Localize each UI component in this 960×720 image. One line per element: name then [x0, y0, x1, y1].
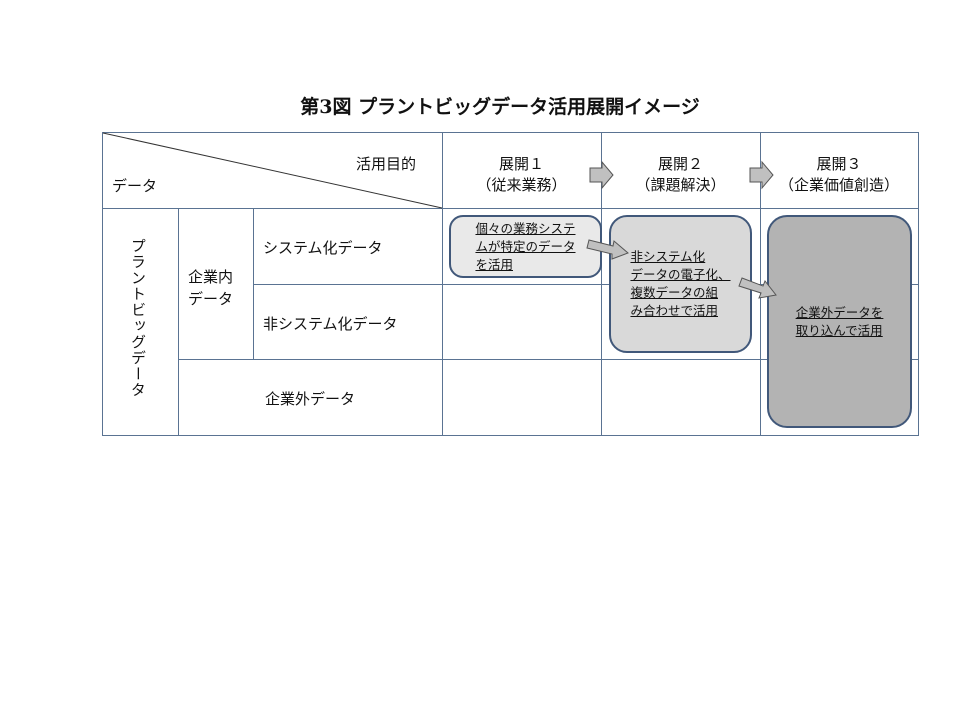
- grid-line: [918, 132, 919, 436]
- non-system-data-label: 非システム化データ: [263, 315, 398, 333]
- grid-line: [102, 208, 919, 209]
- corner-purpose-label: 活用目的: [356, 155, 417, 173]
- phase-3-label: 展開３ （企業価値創造）: [778, 155, 899, 194]
- phase-1-label: 展開１ （従来業務）: [476, 155, 567, 194]
- grid-line: [102, 132, 103, 436]
- page-title: 第3図 プラントビッグデータ活用展開イメージ: [300, 96, 700, 118]
- grid-line: [178, 359, 919, 360]
- grid-line: [102, 435, 919, 436]
- grid-line: [178, 208, 179, 436]
- external-data-label: 企業外データ: [264, 390, 355, 408]
- grid-line: [102, 132, 919, 133]
- internal-data-label: 企業内 データ: [188, 268, 234, 308]
- plant-big-data-label: プラントビッグデータ: [129, 238, 147, 398]
- system-data-label: システム化データ: [263, 239, 383, 257]
- phase-2-label: 展開２ （課題解決）: [635, 155, 726, 194]
- grid-line: [442, 132, 443, 436]
- corner-data-label: データ: [112, 177, 158, 195]
- grid-line: [601, 132, 602, 436]
- box-arrow-2-icon: [738, 277, 777, 299]
- header-arrow-2-icon: [749, 160, 774, 190]
- phase-2-box: 非システム化 データの電子化、 複数データの組 み合わせで活用: [609, 215, 752, 353]
- phase-3-box: 企業外データを 取り込んで活用: [767, 215, 912, 428]
- grid-line: [253, 284, 919, 285]
- grid-line: [253, 208, 254, 360]
- header-arrow-1-icon: [589, 160, 614, 190]
- corner-diagonal: [102, 132, 443, 209]
- box-arrow-1-icon: [586, 239, 629, 260]
- phase-1-box: 個々の業務システ ムが特定のデータ を活用: [449, 215, 602, 278]
- grid-line: [760, 132, 761, 436]
